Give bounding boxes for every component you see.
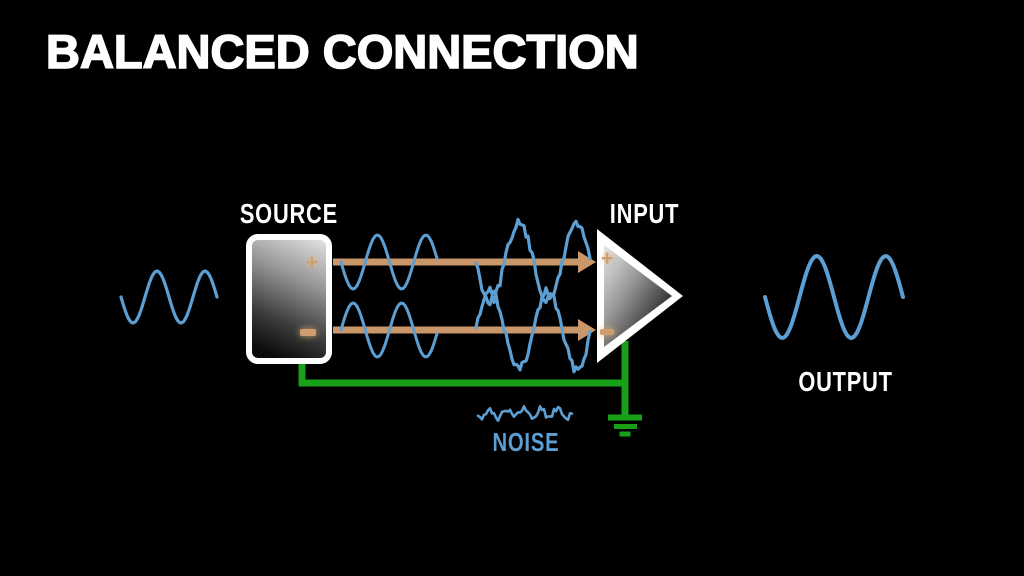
signal-waves [119, 217, 905, 422]
source-label-text: SOURCE [239, 198, 339, 229]
output-label: OUTPUT [746, 366, 946, 398]
hot-line-arrow [333, 251, 596, 273]
cold-line-arrowhead-icon [578, 319, 596, 341]
earth-ground-icon [608, 414, 642, 437]
input-label-text: INPUT [609, 198, 679, 229]
hot-line-clean-wave [339, 233, 439, 291]
input-minus-terminal [600, 329, 614, 335]
cold-line-arrow [333, 319, 596, 341]
amplifier-triangle-icon [597, 229, 683, 363]
source-label: SOURCE [189, 198, 389, 230]
cold-line-clean-wave [339, 301, 439, 359]
amplifier-body [604, 245, 672, 347]
input-plus-terminal: + [601, 247, 614, 270]
page-title: BALANCED CONNECTION [45, 24, 639, 79]
ground-wire [298, 341, 629, 387]
output-label-text: OUTPUT [798, 366, 894, 397]
hot-line-shaft [333, 258, 579, 266]
input-label: INPUT [544, 198, 744, 230]
output-signal-wave [763, 254, 905, 340]
cold-line-noisy-wave [474, 285, 592, 374]
hot-line-arrowhead-icon [578, 251, 596, 273]
noise-squiggle [476, 405, 574, 422]
source-plus-terminal: + [305, 251, 318, 274]
source-minus-terminal [300, 329, 316, 336]
noise-label: NOISE [426, 427, 626, 458]
cold-line-shaft [333, 326, 579, 334]
noise-label-text: NOISE [492, 427, 560, 457]
source-device-box: + [246, 234, 332, 364]
input-signal-wave [119, 269, 219, 325]
